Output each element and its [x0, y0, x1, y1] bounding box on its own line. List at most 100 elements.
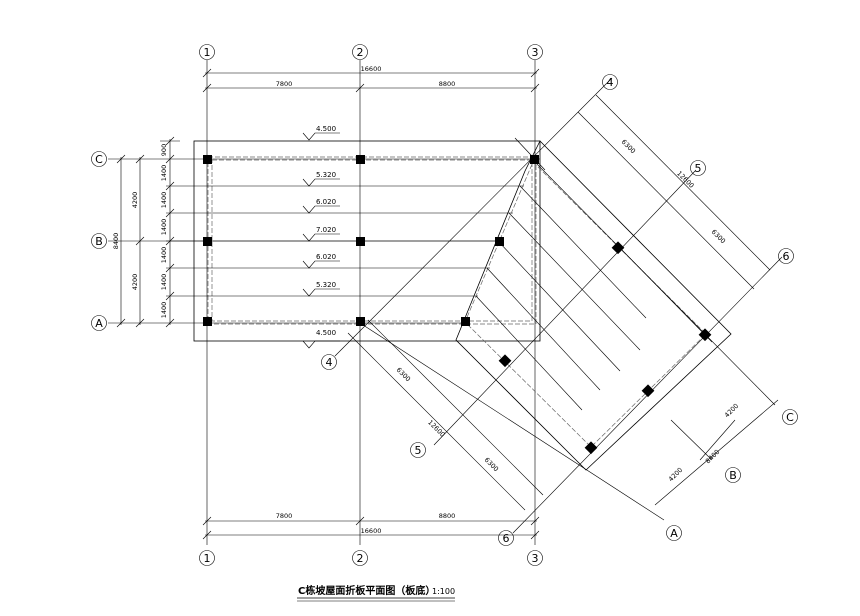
column — [461, 317, 470, 326]
column — [498, 354, 512, 368]
axis-bubble-bottom-1: 1 — [199, 550, 215, 566]
column — [356, 155, 365, 164]
dim-bay: 1400 — [160, 192, 168, 209]
dim-rot-upper-a: 6300 — [620, 138, 637, 155]
svg-text:3: 3 — [532, 552, 539, 565]
elevation-marker: 7.020 — [302, 226, 340, 242]
axis-bubble-rot-4: 4 — [602, 74, 618, 90]
svg-text:6: 6 — [503, 532, 510, 545]
dim-bay: 1400 — [160, 274, 168, 291]
elevation-marker: 6.020 — [302, 198, 340, 214]
column — [611, 241, 625, 255]
axis-bubble-bottom-3: 3 — [527, 550, 543, 566]
elevation-marker: 5.320 — [302, 281, 340, 297]
svg-text:A: A — [670, 527, 678, 540]
dim-bay: 900 — [160, 144, 168, 156]
svg-text:C: C — [95, 153, 103, 166]
top-dimensions: 16600 7800 8800 — [202, 65, 540, 93]
svg-text:7.020: 7.020 — [316, 226, 336, 234]
dim-rot-upper-b: 6300 — [710, 228, 727, 245]
title-text: C栋坡屋面折板平面图（板底） — [298, 584, 435, 597]
column — [356, 237, 365, 246]
axis-bubble-rot-c: C — [782, 409, 798, 425]
wing-fold-lines — [475, 185, 647, 411]
axis-bubble-rot-a: A — [666, 525, 682, 541]
svg-text:1: 1 — [204, 46, 211, 59]
axis-bubble-left-c: C — [91, 151, 107, 167]
dim-bay: 1400 — [160, 247, 168, 264]
axis-bubble-lower-4: 4 — [321, 354, 337, 370]
column — [203, 237, 212, 246]
column — [495, 237, 504, 246]
axis-bubble-rot-6: 6 — [778, 248, 794, 264]
svg-text:6: 6 — [783, 250, 790, 263]
svg-text:B: B — [95, 235, 103, 248]
svg-text:C: C — [786, 411, 794, 424]
dim-left-lower: 4200 — [131, 274, 139, 291]
beam-outline — [207, 156, 537, 325]
dim-bay: 1400 — [160, 165, 168, 182]
dim-bottom-total: 16600 — [361, 527, 382, 535]
svg-text:2: 2 — [357, 552, 364, 565]
svg-text:2: 2 — [357, 46, 364, 59]
axis-bubble-left-b: B — [91, 233, 107, 249]
svg-text:4: 4 — [326, 356, 333, 369]
grid-lines — [108, 60, 540, 545]
dim-rot-upper-total: 12600 — [675, 169, 695, 189]
svg-text:5.320: 5.320 — [316, 171, 336, 179]
svg-text:5: 5 — [695, 162, 702, 175]
axis-bubble-left-a: A — [91, 315, 107, 331]
svg-text:6.020: 6.020 — [316, 198, 336, 206]
dim-top-right: 8800 — [439, 80, 456, 88]
axis-bubble-top-2: 2 — [352, 44, 368, 60]
rotated-wing — [334, 77, 783, 534]
axis-bubble-top-1: 1 — [199, 44, 215, 60]
dim-bay: 1400 — [160, 302, 168, 319]
dim-rot-right-a: 4200 — [723, 402, 740, 419]
dim-bottom-right: 8800 — [439, 512, 456, 520]
svg-text:5: 5 — [415, 444, 422, 457]
bay-ticks — [165, 136, 175, 328]
scale-text: 1:100 — [432, 587, 455, 596]
elevation-marker: 4.500 — [302, 125, 340, 141]
dim-left-upper: 4200 — [131, 192, 139, 209]
elevation-marker: 5.320 — [302, 171, 340, 187]
svg-text:4.500: 4.500 — [316, 125, 336, 133]
dim-rot-lower-a: 6300 — [395, 366, 412, 383]
dim-top-left: 7800 — [276, 80, 293, 88]
bottom-dimensions: 7800 8800 16600 — [202, 512, 540, 540]
axis-bubble-lower-5: 5 — [410, 442, 426, 458]
dim-bottom-left: 7800 — [276, 512, 293, 520]
svg-text:3: 3 — [532, 46, 539, 59]
dim-top-total: 16600 — [361, 65, 382, 73]
column — [584, 441, 598, 455]
dim-rot-right-b: 4200 — [667, 466, 684, 483]
axis-bubble-lower-6: 6 — [498, 530, 514, 546]
elevation-marker: 6.020 — [302, 253, 340, 269]
wing-slab-outline — [455, 140, 732, 471]
svg-text:1: 1 — [204, 552, 211, 565]
svg-text:5.320: 5.320 — [316, 281, 336, 289]
dim-bay: 1400 — [160, 219, 168, 236]
column — [530, 155, 539, 164]
svg-text:A: A — [95, 317, 103, 330]
column — [356, 317, 365, 326]
svg-text:4: 4 — [607, 76, 614, 89]
axis-bubble-rot-5: 5 — [690, 160, 706, 176]
column — [203, 317, 212, 326]
dim-left-total: 8400 — [112, 233, 120, 250]
column — [203, 155, 212, 164]
axis-bubbles: 1 2 3 1 2 3 C B A 4 5 6 C B A 4 5 6 — [91, 44, 798, 566]
svg-text:6.020: 6.020 — [316, 253, 336, 261]
elevation-markers: 4.500 5.320 6.020 7.020 6.020 5.320 4.50… — [302, 125, 340, 349]
axis-bubble-top-3: 3 — [527, 44, 543, 60]
svg-text:B: B — [729, 469, 737, 482]
axis-bubble-bottom-2: 2 — [352, 550, 368, 566]
elevation-marker: 4.500 — [302, 329, 340, 349]
beam-outline-inner — [211, 159, 533, 322]
left-dimensions: 8400 4200 4200 900 1400 1400 1400 1400 1… — [112, 136, 180, 328]
axis-bubble-rot-b: B — [725, 467, 741, 483]
drawing-title: C栋坡屋面折板平面图（板底） 1:100 — [297, 584, 455, 602]
svg-text:4.500: 4.500 — [316, 329, 336, 337]
